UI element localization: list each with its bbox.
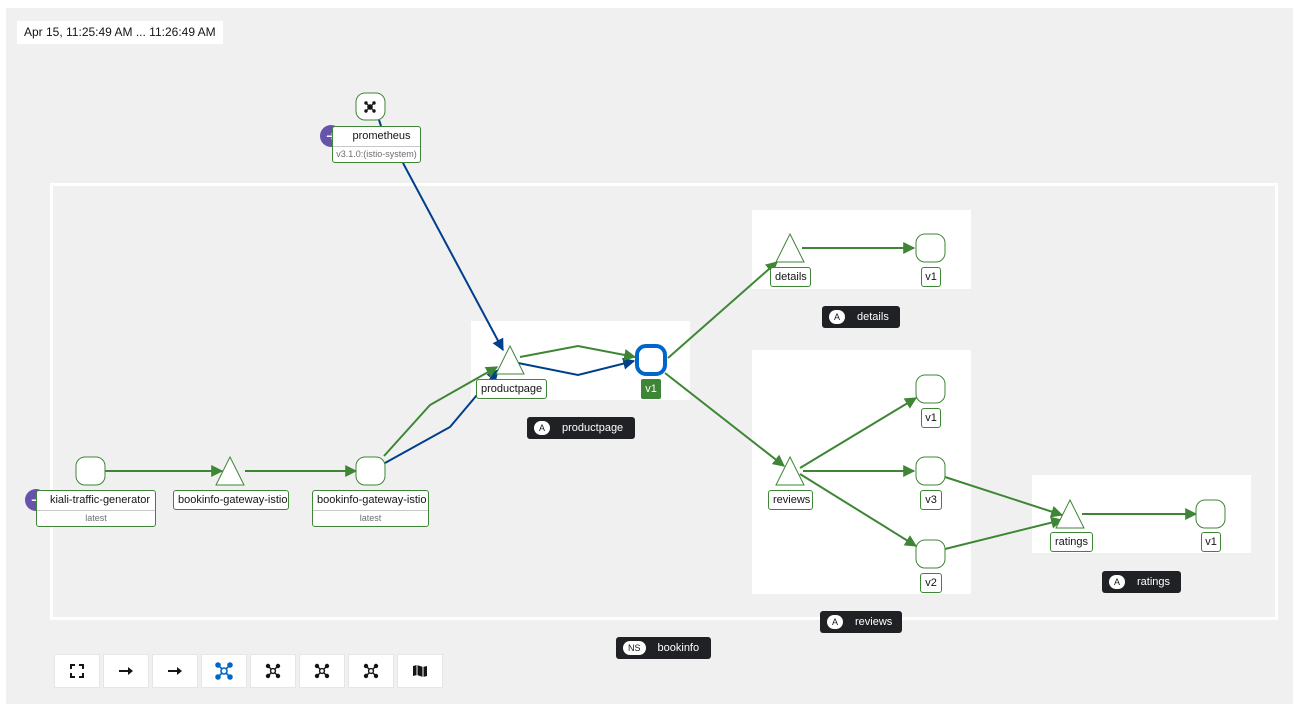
group-name-reviews: reviews [855,616,893,628]
group-pill-details[interactable]: A details [822,306,900,328]
productpage-name: productpage [481,383,543,395]
fit-to-screen-button[interactable] [54,654,100,688]
prometheus-version: v3.1.0:(istio-system) [333,146,420,162]
group-tag-details: A [829,310,846,324]
group-name-productpage: productpage [562,422,624,434]
node-label-reviews[interactable]: reviews [768,490,813,510]
layout-1-icon [265,663,281,679]
details-name: details [775,271,807,283]
gateway-workload-name: bookinfo-gateway-istio [317,494,427,506]
node-label-ratings-v1[interactable]: v1 [1201,532,1221,552]
kiali-traffic-generator-version: latest [37,510,155,526]
gateway-service-name: bookinfo-gateway-istio [178,494,288,506]
edge-productpage-v1-green [519,344,637,361]
layout-3-icon [363,663,379,679]
layout-2-icon [314,663,330,679]
node-label-productpage-v1[interactable]: v1 [641,379,661,399]
node-label-details[interactable]: details [770,267,811,287]
namespace-tag: NS [623,641,646,655]
layout-arrow-icon-2 [168,667,182,675]
group-pill-reviews[interactable]: A reviews [820,611,902,633]
namespace-name: bookinfo [657,642,700,654]
node-reviews-v3 [915,456,946,486]
node-productpage-service [495,344,525,375]
node-label-prometheus[interactable]: prometheus v3.1.0:(istio-system) [332,126,421,163]
reviews-name: reviews [773,494,811,506]
namespace-pill-bookinfo[interactable]: NS bookinfo [616,637,711,659]
node-ratings-service [1055,498,1085,529]
time-range-label: Apr 15, 11:25:49 AM ... 11:26:49 AM [17,21,223,44]
edge-v3-ratings [944,476,1064,518]
kiali-traffic-generator-name: kiali-traffic-generator [49,494,151,506]
group-name-details: details [857,311,889,323]
node-label-gateway-service[interactable]: bookinfo-gateway-istio [173,490,289,510]
layout-arrow-button[interactable] [103,654,149,688]
details-v1-version: v1 [925,271,937,283]
layout-arrow-button-2[interactable] [152,654,198,688]
node-productpage-v1-selected [635,344,667,376]
node-gateway-service [215,455,245,486]
node-label-kiali-traffic-generator[interactable]: kiali-traffic-generator latest [36,490,156,527]
node-label-gateway-workload[interactable]: bookinfo-gateway-istio latest [312,490,429,527]
edge-v1-reviews [664,372,785,467]
edge-prometheus-productpage [402,162,504,352]
node-label-reviews-v2[interactable]: v2 [920,573,942,593]
edge-v2-ratings [944,516,1064,550]
layout-1-button[interactable] [250,654,296,688]
node-label-productpage[interactable]: productpage [476,379,547,399]
node-reviews-v1 [915,374,946,404]
reviews-v2-version: v2 [925,577,937,589]
node-details-service [775,232,805,263]
graph-toolbar [54,654,443,688]
legend-map-icon [413,665,427,677]
prometheus-cluster-icon [364,101,376,113]
reviews-v3-version: v3 [925,494,937,506]
group-tag-ratings: A [1109,575,1126,589]
node-label-reviews-v3[interactable]: v3 [920,490,942,510]
namespace-box[interactable] [50,183,1278,620]
layout-default-button[interactable] [201,654,247,688]
group-pill-ratings[interactable]: A ratings [1102,571,1181,593]
layout-arrow-icon [119,667,133,675]
edge-gateway-productpage-green [383,366,499,457]
edge-prom-link [378,119,382,127]
edge-v1-details [667,261,778,359]
group-tag-productpage: A [534,421,551,435]
gateway-workload-version: latest [313,510,428,526]
fit-to-screen-icon [70,664,84,678]
node-reviews-v2 [915,539,946,569]
node-gateway-workload [355,456,386,486]
node-label-details-v1[interactable]: v1 [921,267,941,287]
reviews-v1-version: v1 [925,412,937,424]
layout-default-icon [215,662,233,680]
node-reviews-service [775,455,805,486]
legend-button[interactable] [397,654,443,688]
node-ratings-v1 [1195,499,1226,529]
node-label-ratings[interactable]: ratings [1050,532,1093,552]
layout-3-button[interactable] [348,654,394,688]
ratings-name: ratings [1055,536,1089,548]
ratings-v1-version: v1 [1205,536,1217,548]
node-kiali-traffic-generator [75,456,106,486]
edge-reviews-v1 [799,397,918,469]
node-details-v1 [915,233,946,263]
edge-productpage-v1-blue [517,357,636,377]
group-pill-productpage[interactable]: A productpage [527,417,635,439]
layout-2-button[interactable] [299,654,345,688]
prometheus-name: prometheus [352,130,411,142]
group-name-ratings: ratings [1137,576,1171,588]
group-tag-reviews: A [827,615,844,629]
edge-reviews-v2 [799,473,918,547]
node-label-reviews-v1[interactable]: v1 [921,408,941,428]
